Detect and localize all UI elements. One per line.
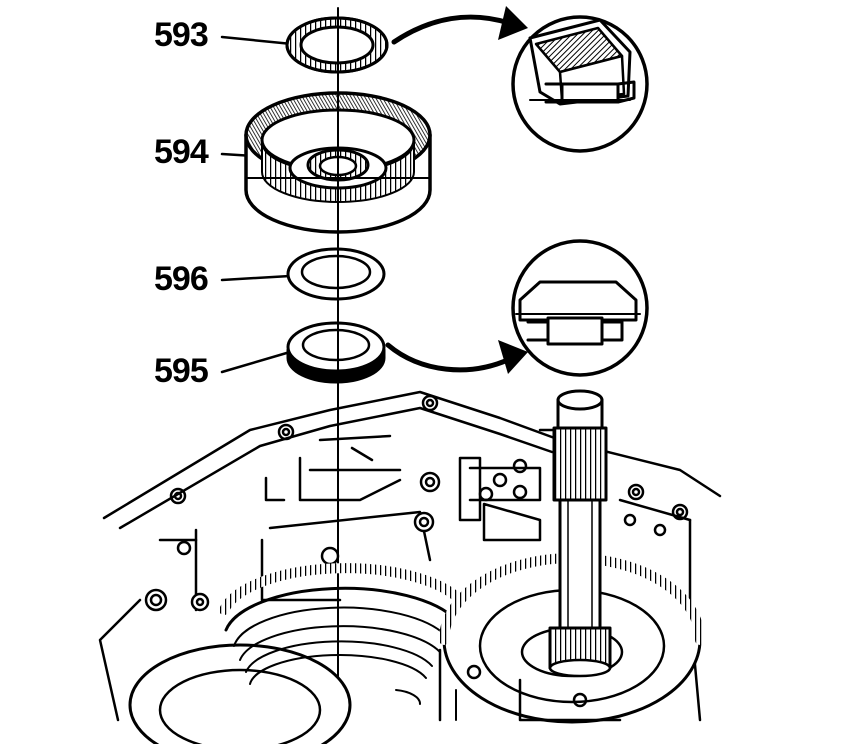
callout-label-595: 595 [154,352,209,390]
detail-view-top [511,15,649,153]
thrust-washer-596 [286,247,386,301]
thrust-bearing-595 [286,321,386,384]
callout-label-593: 593 [154,16,209,54]
leader-line-596 [220,274,292,282]
leader-line-593 [220,35,294,46]
leader-line-595 [220,350,292,374]
callout-label-594: 594 [154,133,209,171]
detail-view-bottom [511,239,649,377]
arrow-to-detail-top [391,6,528,45]
callout-label-596: 596 [154,260,209,298]
transmission-case [98,389,722,744]
arrow-to-detail-bottom [385,340,528,374]
